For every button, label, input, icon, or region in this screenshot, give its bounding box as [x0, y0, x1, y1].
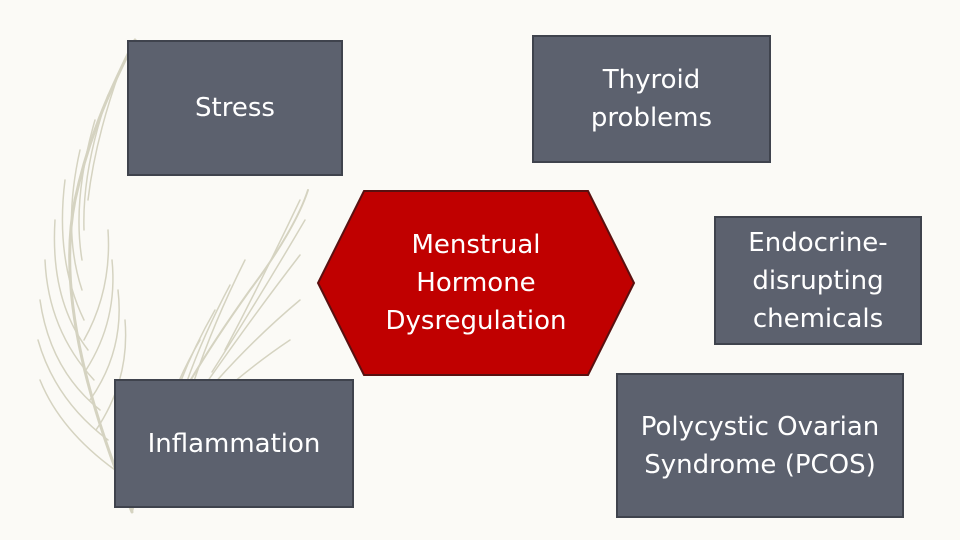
pcos-box: Polycystic Ovarian Syndrome (PCOS) [616, 373, 904, 518]
thyroid-problems-label: Thyroid problems [590, 65, 713, 133]
stress-label: Stress [195, 93, 275, 123]
thyroid-problems-box: Thyroid problems [532, 35, 771, 163]
center-hexagon [316, 190, 636, 376]
inflammation-label: Inflammation [147, 428, 321, 459]
inflammation-box: Inflammation [114, 379, 354, 508]
center-label-text: Menstrual Hormone Dysregulation [385, 230, 567, 336]
endocrine-disrupting-chemicals-box: Endocrine- disrupting chemicals [714, 216, 922, 345]
pcos-label: Polycystic Ovarian Syndrome (PCOS) [640, 411, 880, 480]
endocrine-disrupting-chemicals-label: Endocrine- disrupting chemicals [748, 227, 888, 334]
menstrual-hormone-dysregulation-label: Menstrual Hormone Dysregulation [360, 226, 592, 340]
stress-box: Stress [127, 40, 343, 176]
